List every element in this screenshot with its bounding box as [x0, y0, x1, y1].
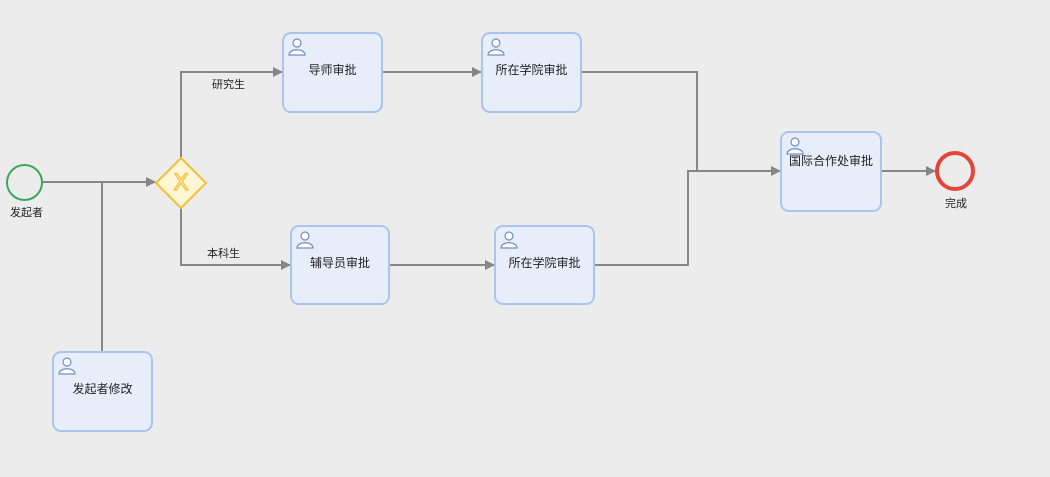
task-initiator-edit[interactable]: 发起者修改 [52, 351, 153, 432]
task-college-approval-top[interactable]: 所在学院审批 [481, 32, 582, 113]
user-icon [296, 231, 314, 249]
task-college-approval-bottom[interactable]: 所在学院审批 [494, 225, 595, 305]
task-label: 所在学院审批 [508, 256, 581, 270]
exclusive-gateway[interactable]: X [155, 157, 207, 209]
flow-gateway-to-counselor[interactable] [180, 207, 291, 270]
task-advisor-approval[interactable]: 导师审批 [282, 32, 383, 113]
task-international-cooperation-approval[interactable]: 国际合作处审批 [780, 131, 882, 212]
flow-label-undergraduate: 本科生 [207, 247, 240, 260]
task-label: 国际合作处审批 [788, 154, 873, 168]
user-icon [500, 231, 518, 249]
flow-college-top-to-international[interactable] [582, 71, 781, 176]
task-label: 发起者修改 [72, 382, 133, 396]
flow-gateway-to-advisor[interactable] [180, 67, 283, 157]
user-icon [288, 38, 306, 56]
gateway-diamond-icon: X [155, 157, 207, 209]
end-event[interactable] [935, 151, 975, 191]
start-event[interactable] [6, 164, 43, 201]
end-event-label: 完成 [945, 197, 967, 210]
task-counselor-approval[interactable]: 辅导员审批 [290, 225, 390, 305]
start-event-label: 发起者 [10, 206, 43, 219]
user-icon [786, 137, 804, 155]
task-label: 导师审批 [308, 63, 357, 77]
flow-college-bottom-to-international[interactable] [595, 170, 697, 266]
task-label: 所在学院审批 [495, 63, 568, 77]
flow-label-graduate: 研究生 [212, 78, 245, 91]
task-label: 辅导员审批 [309, 256, 370, 270]
user-icon [58, 357, 76, 375]
user-icon [487, 38, 505, 56]
gateway-x-symbol: X [173, 171, 188, 196]
